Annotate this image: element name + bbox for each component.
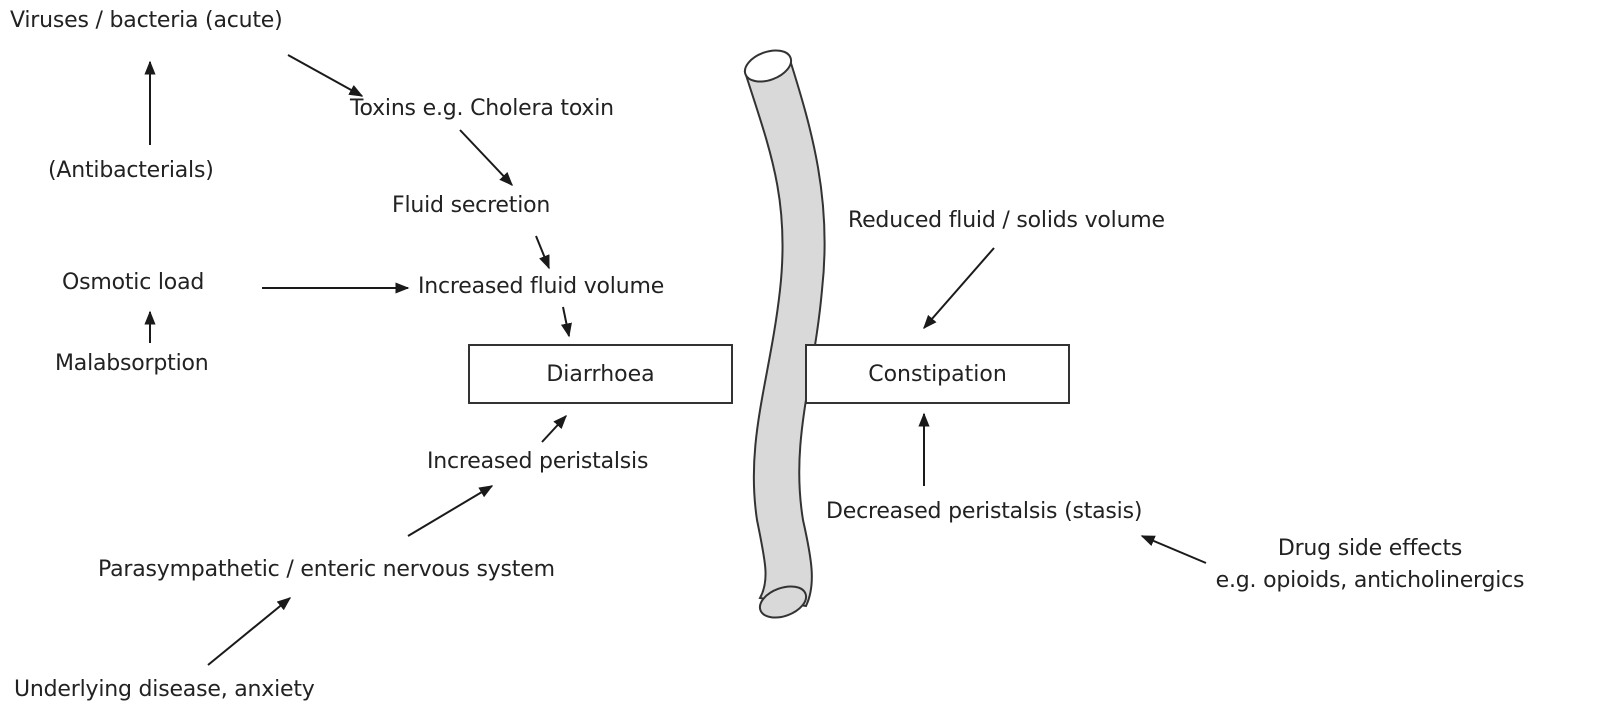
fluid-secretion-label: Fluid secretion [392,193,550,219]
arrow-viruses-to-toxins [288,55,362,96]
constipation-label: Constipation [868,362,1007,387]
arrow-peristalsis-to-diarrhoea [542,416,566,442]
intestine-tube [741,45,825,624]
toxins-label: Toxins e.g. Cholera toxin [350,96,614,122]
increased-fluid-volume-label: Increased fluid volume [418,274,664,300]
diarrhoea-box: Diarrhoea [468,344,733,404]
drug-side-effects-line1: Drug side effects [1180,536,1560,562]
osmotic-load-label: Osmotic load [62,270,204,296]
intestine-body [745,60,825,606]
antibacterials-label: (Antibacterials) [48,158,214,184]
diarrhoea-label: Diarrhoea [546,362,654,387]
drug-side-effects-line2: e.g. opioids, anticholinergics [1180,568,1560,594]
arrow-disease-to-parasympathetic [208,598,290,665]
decreased-peristalsis-label: Decreased peristalsis (stasis) [826,499,1142,525]
arrow-volume-to-diarrhoea [563,307,569,336]
underlying-disease-label: Underlying disease, anxiety [14,677,315,703]
constipation-box: Constipation [805,344,1070,404]
arrow-toxins-to-fluid-secretion [460,130,512,185]
increased-peristalsis-label: Increased peristalsis [427,449,648,475]
reduced-fluid-label: Reduced fluid / solids volume [848,208,1165,234]
malabsorption-label: Malabsorption [55,351,209,377]
drug-side-effects-label: Drug side effects e.g. opioids, antichol… [1180,536,1560,594]
arrow-parasympathetic-to-peristalsis [408,486,492,536]
parasympathetic-label: Parasympathetic / enteric nervous system [98,557,555,583]
arrow-fluid-secretion-to-volume [536,236,549,268]
arrow-reduced-fluid-to-constipation [924,248,994,328]
viruses-bacteria-label: Viruses / bacteria (acute) [10,8,283,34]
